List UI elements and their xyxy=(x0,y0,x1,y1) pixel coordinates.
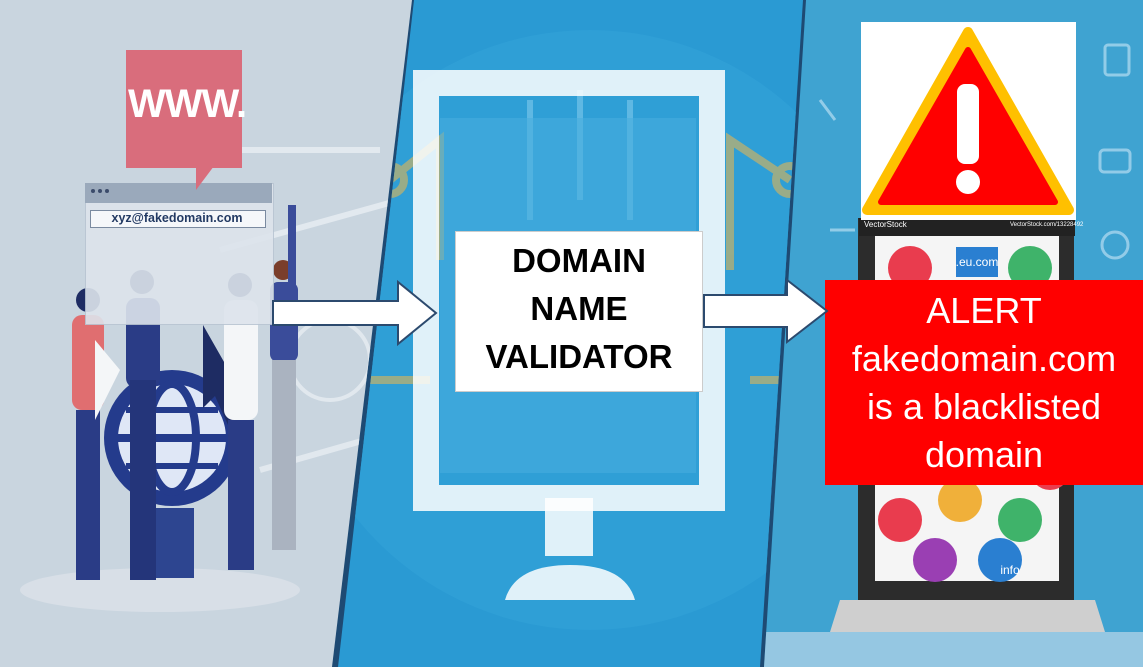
cursor-icon xyxy=(203,325,240,425)
arrow-right-icon xyxy=(703,278,829,345)
url-bar xyxy=(90,210,266,228)
person-icon xyxy=(224,273,258,570)
validator-title-box: DOMAIN NAME VALIDATOR xyxy=(455,231,703,392)
person-icon xyxy=(270,205,298,550)
arrow-right-icon xyxy=(272,279,438,347)
alert-line-4: domain xyxy=(924,434,1044,475)
www-speech-bubble xyxy=(126,50,242,168)
warning-panel xyxy=(861,22,1076,220)
alert-line-2: fakedomain.com xyxy=(851,338,1117,379)
screen-label-eu: .eu.com xyxy=(956,255,999,269)
www-label: WWW. xyxy=(128,82,247,126)
browser-title-bar xyxy=(85,183,272,203)
browser-window xyxy=(85,183,274,325)
phone-top-bar xyxy=(859,218,1075,236)
bottom-caption-strip xyxy=(764,632,1143,667)
validator-title-line-2: NAME xyxy=(530,290,628,327)
vectorstock-id: VectorStock.com/13228492 xyxy=(1010,222,1084,228)
vectorstock-brand: VectorStock xyxy=(864,220,907,229)
www-bubble-tail xyxy=(196,166,214,190)
screen-label-info: info xyxy=(1000,563,1020,577)
alert-box: ALERT fakedomain.com is a blacklisted do… xyxy=(825,280,1143,485)
doodle-icons xyxy=(818,43,1132,260)
url-text: xyz@fakedomain.com xyxy=(111,211,243,225)
validator-title-line-3: VALIDATOR xyxy=(485,338,673,375)
alert-line-1: ALERT xyxy=(926,290,1042,331)
laptop-base xyxy=(830,600,1105,632)
validator-title-line-1: DOMAIN xyxy=(512,242,646,279)
people-globe-illustration xyxy=(20,147,401,612)
alert-line-3: is a blacklisted xyxy=(866,386,1102,427)
warning-icon xyxy=(862,27,1074,215)
